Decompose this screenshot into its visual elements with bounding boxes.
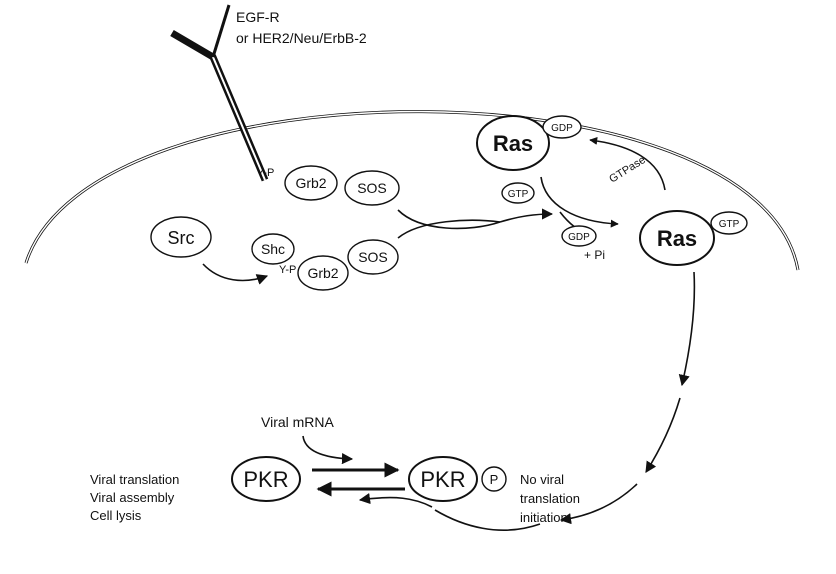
sos-lower-node: SOS bbox=[347, 239, 399, 275]
pkr-left-label: PKR bbox=[243, 467, 288, 492]
left-note-3: Cell lysis bbox=[90, 508, 142, 523]
yp-upper-label: Y-P bbox=[257, 167, 274, 179]
gdp-top-node: GDP bbox=[542, 115, 582, 139]
src-label: Src bbox=[168, 228, 195, 248]
gtp-right-label: GTP bbox=[719, 219, 740, 230]
ras-gdp-node: Ras bbox=[476, 115, 550, 171]
viral-mrna-label: Viral mRNA bbox=[261, 414, 335, 430]
gtp-right-node: GTP bbox=[710, 211, 748, 235]
grb2-lower-label: Grb2 bbox=[307, 265, 338, 281]
sos-to-ras-arrow bbox=[499, 208, 554, 223]
grb2-upper-label: Grb2 bbox=[295, 175, 326, 191]
cell-membrane bbox=[24, 110, 800, 271]
sos-lower-connector bbox=[397, 219, 501, 239]
pi-label: + Pi bbox=[584, 248, 605, 262]
receptor-label-line2: or HER2/Neu/ErbB-2 bbox=[236, 30, 367, 46]
downstream-arrow-1 bbox=[678, 271, 696, 387]
sos-upper-connector bbox=[397, 209, 501, 230]
right-note-3: initiation bbox=[520, 510, 568, 525]
phosphate-label: P bbox=[490, 472, 499, 487]
downstream-arrow-2 bbox=[645, 397, 681, 473]
yp-lower-label: Y-P bbox=[279, 264, 296, 276]
right-notes: No viral translation initiation bbox=[520, 472, 584, 525]
sos-upper-label: SOS bbox=[357, 180, 387, 196]
viral-mrna-arrow bbox=[302, 435, 354, 465]
pkr-phosphorylated-node: PKR bbox=[408, 456, 478, 502]
gdp-small-node: GDP bbox=[561, 225, 597, 247]
gdp-small-label: GDP bbox=[568, 232, 590, 243]
left-note-1: Viral translation bbox=[90, 472, 179, 487]
left-note-2: Viral assembly bbox=[90, 490, 175, 505]
left-notes: Viral translation Viral assembly Cell ly… bbox=[90, 472, 183, 523]
grb2-upper-node: Grb2 bbox=[284, 165, 338, 201]
pkr-right-label: PKR bbox=[420, 467, 465, 492]
shc-label: Shc bbox=[261, 241, 285, 257]
phosphate-node: P bbox=[481, 466, 507, 492]
downstream-arrow-4 bbox=[434, 509, 541, 531]
downstream-arrow-5 bbox=[358, 493, 433, 508]
sos-lower-label: SOS bbox=[358, 249, 388, 265]
src-to-complex-arrow bbox=[202, 263, 269, 285]
gtp-small-node: GTP bbox=[501, 182, 535, 204]
ras-top-label: Ras bbox=[493, 131, 533, 156]
gtpase-arrow bbox=[589, 136, 666, 191]
sos-upper-node: SOS bbox=[344, 170, 400, 206]
receptor bbox=[170, 4, 269, 182]
right-note-1: No viral bbox=[520, 472, 564, 487]
grb2-lower-node: Grb2 bbox=[297, 255, 349, 291]
gtp-small-label: GTP bbox=[508, 189, 529, 200]
shc-node: Shc bbox=[251, 233, 295, 265]
pkr-inactive-node: PKR bbox=[231, 456, 301, 502]
ras-right-label: Ras bbox=[657, 226, 697, 251]
ras-gtp-node: Ras bbox=[639, 210, 715, 266]
gtpase-label: GTPase bbox=[607, 154, 648, 186]
downstream-arrow-3 bbox=[559, 483, 638, 525]
receptor-label-line1: EGF-R bbox=[236, 9, 280, 25]
src-node: Src bbox=[150, 216, 212, 258]
ras-activation-arrow bbox=[540, 176, 619, 228]
gdp-top-label: GDP bbox=[551, 123, 573, 134]
right-note-2: translation bbox=[520, 491, 580, 506]
